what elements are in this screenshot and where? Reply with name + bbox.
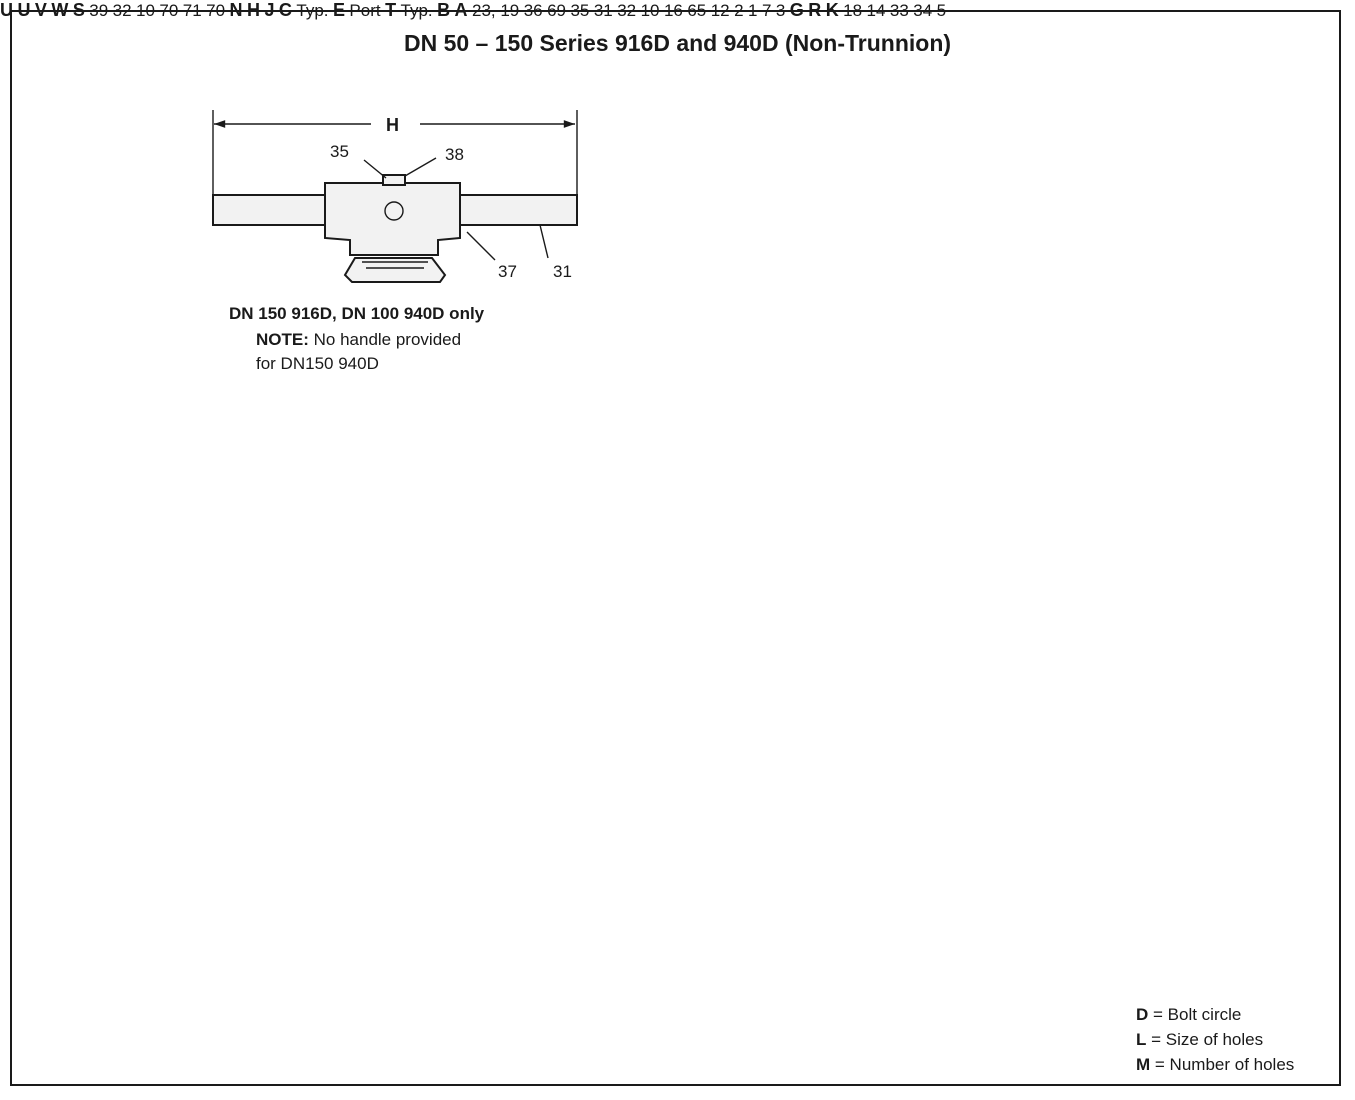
callout-38: 38 [445,145,464,164]
legend-text-d: = Bolt circle [1153,1005,1242,1024]
handle-note-line2: for DN150 940D [256,354,379,373]
handle-top-view: 35 38 37 31 H [212,110,578,283]
legend-hole-size: L = Size of holes [1136,1028,1263,1052]
note-text: No handle provided [313,330,462,349]
legend-bolt-circle: D = Bolt circle [1136,1003,1241,1027]
callout-37: 37 [498,262,517,281]
drawing-title: DN 50 – 150 Series 916D and 940D (Non-Tr… [403,30,952,56]
legend-key-d: D [1136,1005,1149,1024]
handle-note: NOTE: No handle provided [256,328,461,352]
callout-35-top: 35 [330,142,349,161]
legend-text-m: = Number of holes [1154,1055,1295,1074]
legend-key-m: M [1136,1055,1151,1074]
model-scope-note: DN 150 916D, DN 100 940D only [229,304,485,323]
dim-u: U [0,0,13,20]
dim-h-top: H [386,115,399,135]
legend-hole-count: M = Number of holes [1136,1053,1294,1077]
legend-text-l: = Size of holes [1151,1030,1264,1049]
legend-key-l: L [1136,1030,1147,1049]
note-label: NOTE: [256,330,309,349]
drawing-frame [10,10,1341,1086]
callout-31-top: 31 [553,262,572,281]
